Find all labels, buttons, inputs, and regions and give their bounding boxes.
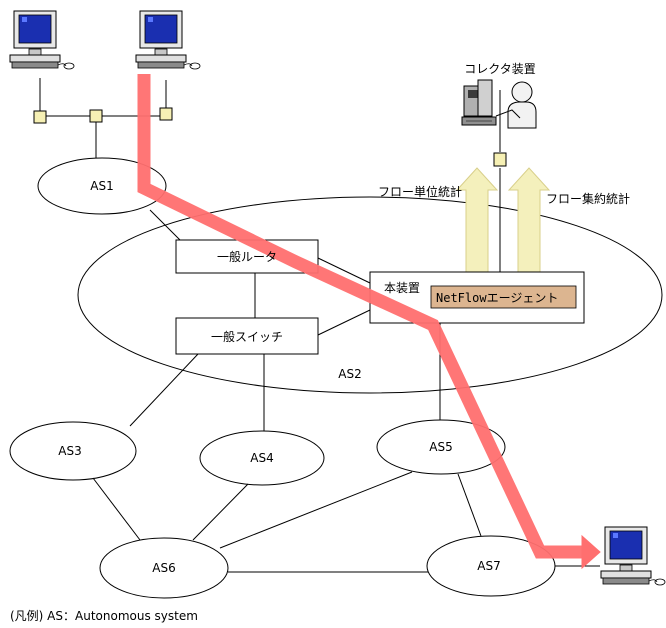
this-device-label: 本装置 — [384, 281, 420, 295]
flow-path-arrowhead — [581, 534, 601, 570]
flow-path — [137, 74, 585, 559]
general-router-label: 一般ルータ — [217, 249, 277, 264]
connector-icon — [33, 110, 47, 124]
as5-ellipse — [376, 419, 506, 475]
as7-label: AS7 — [477, 559, 500, 573]
connector-icon — [159, 107, 173, 121]
netflow-agent-box — [430, 285, 577, 309]
connector-icon — [89, 109, 103, 123]
computer-icon — [135, 10, 201, 70]
as3-label: AS3 — [58, 444, 81, 458]
as1-ellipse — [37, 157, 167, 215]
as3-ellipse — [9, 421, 137, 481]
netflow-agent-label: NetFlowエージェント — [436, 291, 558, 305]
general-switch-label: 一般スイッチ — [211, 329, 283, 344]
as6-label: AS6 — [152, 561, 175, 575]
flow-agg-stats-label: フロー集約統計 — [546, 191, 630, 206]
as1-label: AS1 — [90, 179, 113, 193]
legend-label: (凡例) AS：Autonomous system — [10, 609, 198, 623]
computer-icon — [9, 10, 75, 70]
flow-unit-stats-label: フロー単位統計 — [378, 184, 462, 199]
user-icon — [495, 81, 537, 129]
as4-ellipse — [199, 430, 325, 486]
flow-unit-stats-arrow — [455, 167, 499, 273]
collector-label: コレクタ装置 — [464, 62, 536, 76]
connector-icon — [493, 152, 507, 167]
as5-label: AS5 — [429, 440, 452, 454]
flow-agg-stats-arrow — [507, 167, 551, 273]
as4-label: AS4 — [250, 451, 273, 465]
as6-ellipse — [99, 537, 229, 599]
computer-icon — [600, 526, 666, 586]
as2-label: AS2 — [338, 367, 361, 381]
collector-workstation-icon — [461, 79, 497, 126]
general-switch-box — [175, 317, 319, 355]
